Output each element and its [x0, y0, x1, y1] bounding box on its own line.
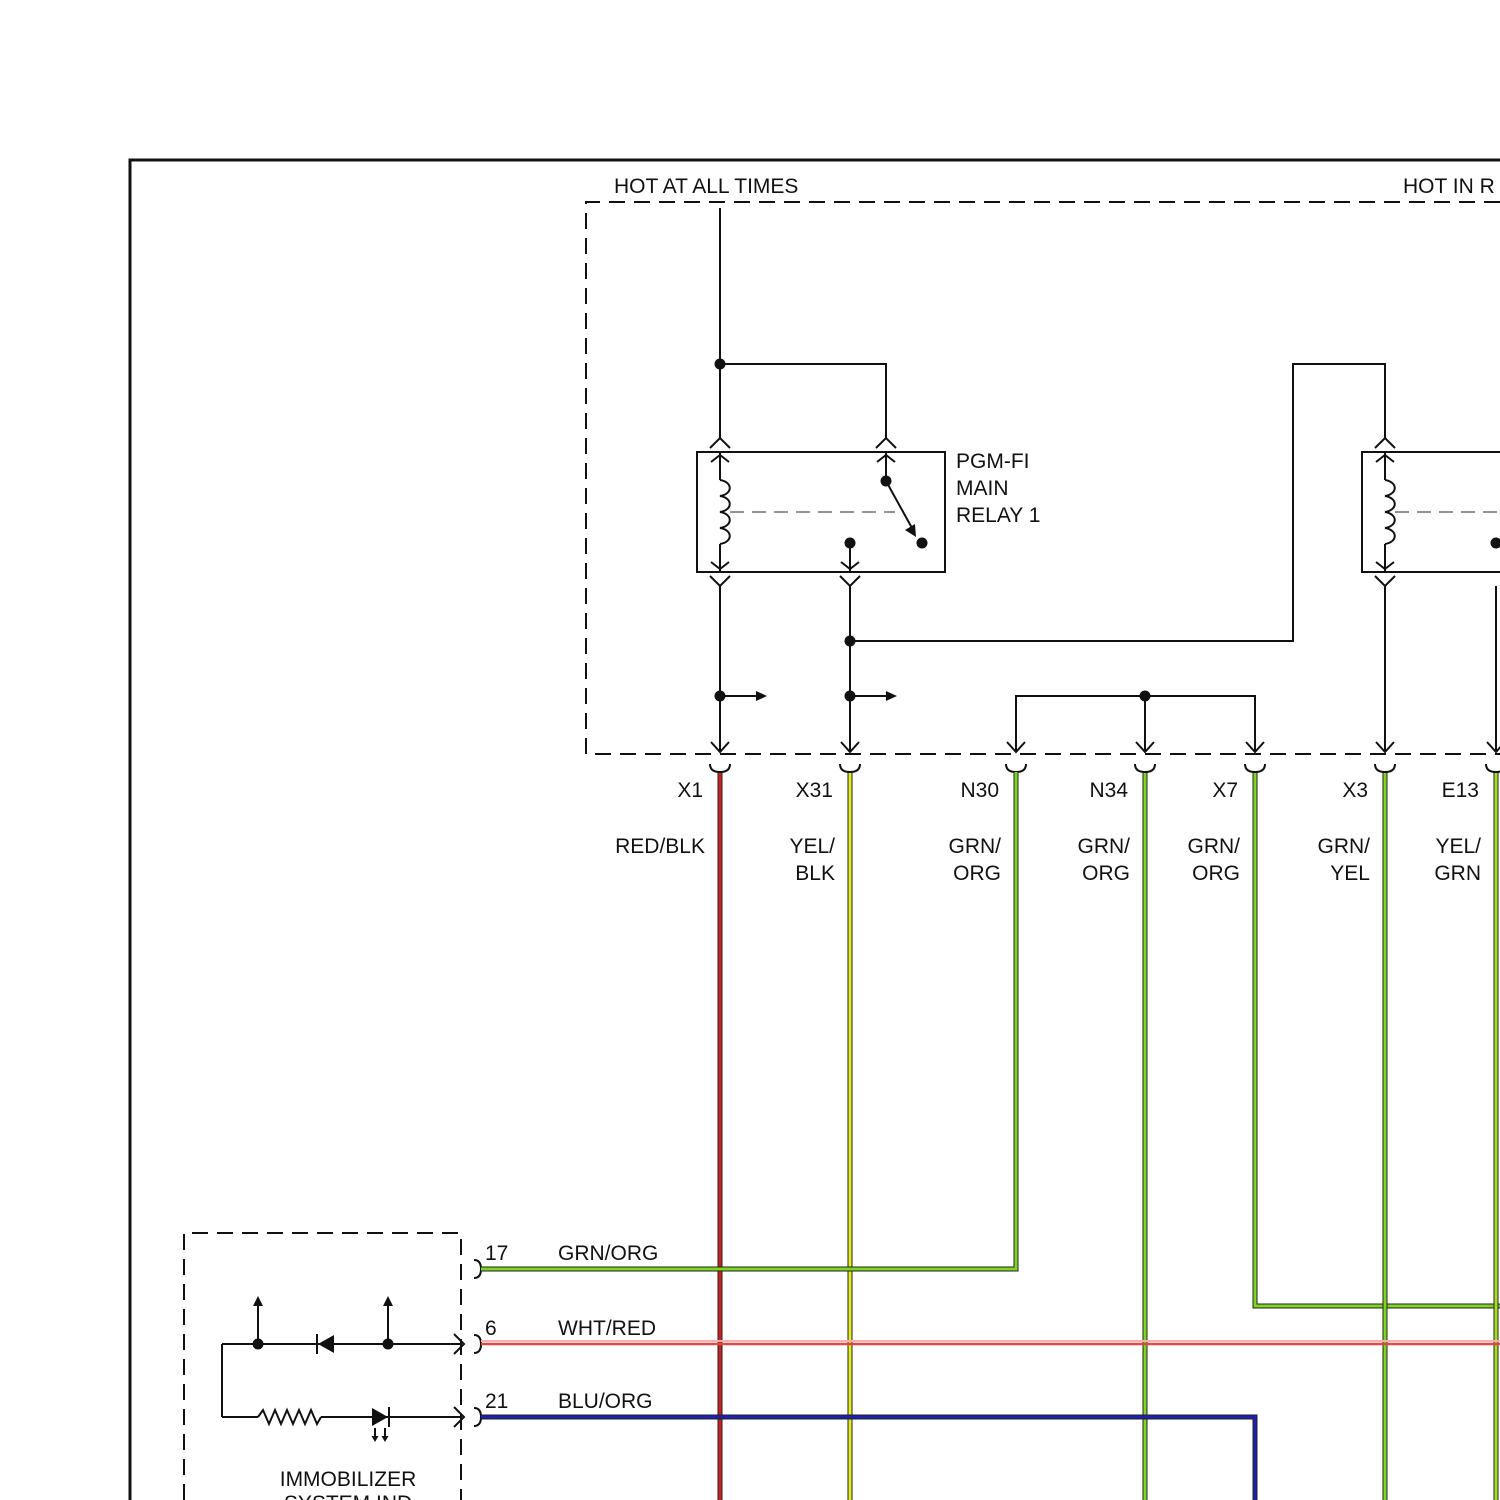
hot-in-run-label: HOT IN R	[1403, 175, 1495, 198]
diagram-frame	[130, 160, 1500, 1500]
relay-coil	[1385, 480, 1395, 544]
wire-color-label-line2: GRN	[1434, 862, 1481, 885]
wire-blu-org-pin21	[481, 1417, 1255, 1500]
connector-x31-female	[840, 764, 860, 772]
connector-pin-label: X1	[677, 779, 703, 802]
wire-grn-org-pin17	[481, 772, 1016, 1269]
wire-color-label-line2: YEL	[1330, 862, 1370, 885]
wire-color-label-line1: YEL/	[789, 835, 835, 858]
wire-color-label-line2: BLK	[795, 862, 835, 885]
pin-17-label: 17	[485, 1242, 508, 1265]
immobilizer-label-line2: SYSTEM IND	[284, 1492, 412, 1500]
wire-label-blu-org: BLU/ORG	[558, 1390, 653, 1413]
second-relay	[1362, 438, 1500, 752]
immobilizer-label-line1: IMMOBILIZER	[280, 1468, 417, 1491]
connector-e13-male	[1487, 742, 1500, 752]
connector-pin-label: X7	[1212, 779, 1238, 802]
wire-color-label-line1: YEL/	[1435, 835, 1481, 858]
wire-blu-org-pin21-outline	[481, 1417, 1255, 1500]
connector-x1-female	[710, 764, 730, 772]
wire-color-label-line1: GRN/	[949, 835, 1002, 858]
hot-at-all-times-label: HOT AT ALL TIMES	[614, 175, 798, 198]
pgm-fi-main-relay-1	[697, 208, 945, 586]
led-icon	[372, 1408, 388, 1426]
connector-x3-female	[1375, 764, 1395, 772]
immobilizer-box-outline	[184, 1233, 461, 1500]
connector-pin-label: X3	[1342, 779, 1368, 802]
connector-pin-label: N30	[960, 779, 999, 802]
connector-pin-label: N34	[1089, 779, 1128, 802]
immobilizer-internal-circuit	[222, 1260, 481, 1442]
wire-color-label-line2: ORG	[1082, 862, 1130, 885]
wire-color-label-line2: ORG	[953, 862, 1001, 885]
connector-pin-label: E13	[1442, 779, 1479, 802]
resistor-icon	[258, 1410, 321, 1424]
relay-coil	[720, 480, 730, 544]
connector-pin-label: X31	[796, 779, 833, 802]
wire-color-label-line2: ORG	[1192, 862, 1240, 885]
pin-6-label: 6	[485, 1317, 497, 1340]
wire-grn-org-pin17-outline	[481, 772, 1016, 1269]
relay-label-line2: MAIN	[956, 477, 1009, 500]
connector-n30-female	[1006, 764, 1026, 772]
wire-label-wht-red: WHT/RED	[558, 1317, 656, 1340]
wire-color-label-line1: GRN/	[1188, 835, 1241, 858]
relay-label-line3: RELAY 1	[956, 504, 1040, 527]
relay-label-line1: PGM-FI	[956, 450, 1030, 473]
wire-color-label-line1: GRN/	[1078, 835, 1131, 858]
connector-n34-female	[1135, 764, 1155, 772]
connector-x7-female	[1245, 764, 1265, 772]
diode-icon	[318, 1335, 334, 1353]
wire-label-grn-org: GRN/ORG	[558, 1242, 658, 1265]
wire-color-label-line1: GRN/	[1318, 835, 1371, 858]
pin-21-label: 21	[485, 1390, 508, 1413]
wire-color-label-line1: RED/BLK	[615, 835, 705, 858]
connector-e13-female	[1486, 764, 1500, 772]
